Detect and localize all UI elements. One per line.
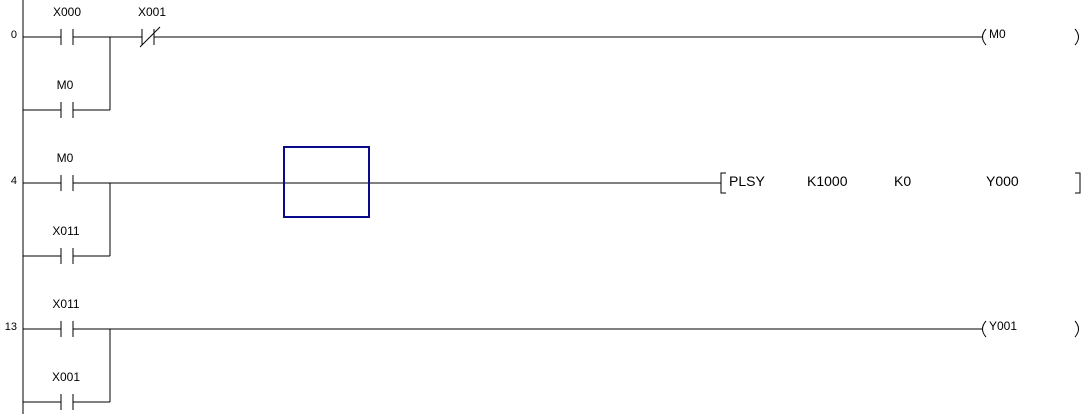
contact-x000[interactable]: X000 xyxy=(52,4,82,48)
instruction-right-bracket xyxy=(1075,172,1081,194)
instruction-left-bracket xyxy=(720,172,726,194)
rung-4: 4 M0 X011 PLSY K1000 K0 Y000 xyxy=(11,146,1084,267)
instruction-plsy[interactable]: PLSY K1000 K0 Y000 xyxy=(718,170,1084,196)
step-number: 0 xyxy=(11,29,17,41)
step-number: 13 xyxy=(5,321,17,333)
contact-x011[interactable]: X011 xyxy=(52,223,82,267)
contact-m0[interactable]: M0 xyxy=(52,150,82,194)
coil-left-arc xyxy=(982,28,987,46)
contact-x001[interactable]: X001 xyxy=(52,369,82,413)
rung-0: 0 X000 X001 M0 xyxy=(11,4,1084,121)
contact-label: X001 xyxy=(52,370,80,384)
coil-m0[interactable]: M0 xyxy=(978,26,1084,48)
contact-m0-seal[interactable]: M0 xyxy=(52,77,82,121)
contact-label: X011 xyxy=(52,224,79,238)
instruction-mnemonic: PLSY xyxy=(729,173,765,189)
contact-label: M0 xyxy=(57,151,74,165)
contact-label: X001 xyxy=(138,5,166,19)
contact-x001-nc[interactable]: X001 xyxy=(133,4,166,48)
coil-left-arc xyxy=(982,320,987,338)
contact-label: X011 xyxy=(52,297,79,311)
instruction-operand: K1000 xyxy=(807,173,848,189)
contact-label: M0 xyxy=(57,78,74,92)
coil-label: M0 xyxy=(989,27,1006,41)
contact-slash xyxy=(139,26,161,48)
coil-right-arc xyxy=(1074,28,1079,46)
rung-13: 13 X011 X001 Y001 xyxy=(5,296,1084,413)
instruction-operand: K0 xyxy=(894,173,911,189)
coil-y001[interactable]: Y001 xyxy=(978,318,1084,340)
coil-right-arc xyxy=(1074,320,1079,338)
instruction-operand: Y000 xyxy=(986,173,1019,189)
contact-label: X000 xyxy=(53,5,81,19)
contact-x011[interactable]: X011 xyxy=(52,296,82,340)
cell-cursor[interactable] xyxy=(283,146,370,218)
coil-label: Y001 xyxy=(989,319,1017,333)
step-number: 4 xyxy=(11,175,17,187)
